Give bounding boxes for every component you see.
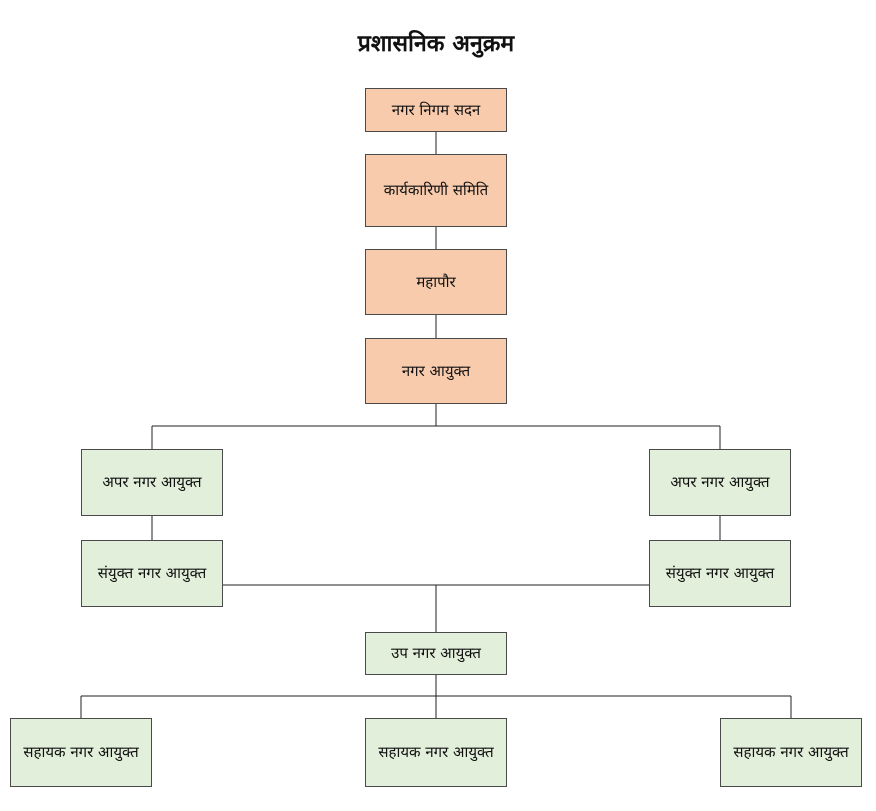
node-karyakarini-samiti: कार्यकारिणी समिति [365, 154, 507, 227]
node-sahayak-nagar-ayukt-right: सहायक नगर आयुक्त [720, 718, 862, 787]
node-up-nagar-ayukt: उप नगर आयुक्त [365, 632, 507, 675]
node-apar-nagar-ayukt-right: अपर नगर आयुक्त [649, 449, 791, 516]
node-nagar-nigam-sadan: नगर निगम सदन [365, 88, 507, 132]
node-sanyukt-nagar-ayukt-left: संयुक्त नगर आयुक्त [81, 540, 223, 607]
diagram-title: प्रशासनिक अनुक्रम [357, 31, 515, 57]
node-sanyukt-nagar-ayukt-right: संयुक्त नगर आयुक्त [649, 540, 791, 607]
node-nagar-ayukt: नगर आयुक्त [365, 338, 507, 404]
node-apar-nagar-ayukt-left: अपर नगर आयुक्त [81, 449, 223, 516]
node-mahapaur: महापौर [365, 249, 507, 315]
node-sahayak-nagar-ayukt-center: सहायक नगर आयुक्त [365, 718, 507, 787]
node-sahayak-nagar-ayukt-left: सहायक नगर आयुक्त [10, 718, 152, 787]
